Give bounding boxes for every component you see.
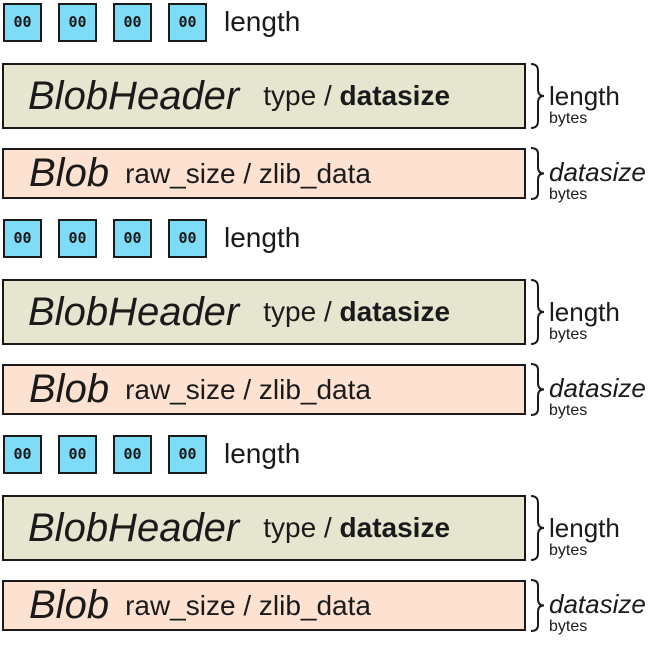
file-block-2: 00 00 00 00 length BlobHeader type / dat… <box>0 216 660 432</box>
field-zlib-data: zlib_data <box>258 589 371 621</box>
header-size-brace <box>530 279 545 345</box>
header-size-brace <box>530 495 545 561</box>
blob-size-label: datasize bytes <box>549 158 646 204</box>
field-type: type <box>263 296 317 327</box>
length-prefix: 00 00 00 00 length <box>3 216 300 260</box>
header-size-brace <box>530 63 545 129</box>
blob-size-label: datasize bytes <box>549 374 646 420</box>
length-byte: 00 <box>3 218 42 258</box>
field-separator: / <box>235 589 259 621</box>
blob-header-name: BlobHeader <box>28 289 240 334</box>
blob-name: Blob <box>29 367 110 411</box>
blob-size-value: datasize <box>549 373 646 403</box>
blob-header-name: BlobHeader <box>28 505 240 550</box>
file-block-1: 00 00 00 00 length BlobHeader type / dat… <box>0 0 660 216</box>
blob-header-box: BlobHeader type / datasize <box>2 495 526 561</box>
length-byte: 00 <box>168 218 207 258</box>
length-byte: 00 <box>168 2 207 42</box>
blob-size-unit: bytes <box>549 186 588 203</box>
blob-fields: raw_size / zlib_data <box>125 158 371 190</box>
blob-header-name: BlobHeader <box>28 73 240 118</box>
field-raw-size: raw_size <box>125 373 236 405</box>
length-byte: 00 <box>113 218 152 258</box>
blob-size-value: datasize <box>549 589 646 619</box>
field-datasize: datasize <box>339 512 451 543</box>
blob-header-fields: type / datasize <box>263 80 450 112</box>
length-byte: 00 <box>58 218 97 258</box>
field-separator: / <box>235 157 259 189</box>
field-datasize: datasize <box>339 80 451 111</box>
header-size-label: length bytes <box>549 298 620 344</box>
length-byte: 00 <box>113 434 152 474</box>
header-size-unit: bytes <box>549 542 588 559</box>
length-label: length <box>224 222 301 253</box>
blob-size-brace <box>530 579 545 632</box>
field-separator: / <box>316 512 340 543</box>
header-size-unit: bytes <box>549 326 588 343</box>
header-size-unit: bytes <box>549 110 588 127</box>
length-byte: 00 <box>3 434 42 474</box>
length-label: length <box>224 438 301 469</box>
blob-fields: raw_size / zlib_data <box>125 590 371 622</box>
length-byte: 00 <box>58 434 97 474</box>
length-byte: 00 <box>58 2 97 42</box>
blob-header-box: BlobHeader type / datasize <box>2 63 526 129</box>
blob-header-box: BlobHeader type / datasize <box>2 279 526 345</box>
length-prefix: 00 00 00 00 length <box>3 0 300 44</box>
blob-size-unit: bytes <box>549 618 588 635</box>
length-byte: 00 <box>113 2 152 42</box>
header-size-value: length <box>549 81 620 111</box>
field-raw-size: raw_size <box>125 589 236 621</box>
field-zlib-data: zlib_data <box>258 373 371 405</box>
header-size-label: length bytes <box>549 82 620 128</box>
blob-header-fields: type / datasize <box>263 512 450 544</box>
blob-box: Blob raw_size / zlib_data <box>2 364 526 415</box>
field-type: type <box>263 512 317 543</box>
field-separator: / <box>316 296 340 327</box>
field-type: type <box>263 80 317 111</box>
length-label: length <box>224 6 301 37</box>
blob-fields: raw_size / zlib_data <box>125 374 371 406</box>
field-separator: / <box>316 80 340 111</box>
field-zlib-data: zlib_data <box>258 157 371 189</box>
blob-size-brace <box>530 147 545 200</box>
header-size-value: length <box>549 297 620 327</box>
blob-name: Blob <box>29 583 110 627</box>
field-separator: / <box>235 373 259 405</box>
length-byte: 00 <box>3 2 42 42</box>
blob-size-unit: bytes <box>549 402 588 419</box>
blob-name: Blob <box>29 151 110 195</box>
blob-size-brace <box>530 363 545 416</box>
blob-header-fields: type / datasize <box>263 296 450 328</box>
blob-box: Blob raw_size / zlib_data <box>2 580 526 631</box>
blob-size-value: datasize <box>549 157 646 187</box>
field-raw-size: raw_size <box>125 157 236 189</box>
file-block-3: 00 00 00 00 length BlobHeader type / dat… <box>0 432 660 648</box>
header-size-value: length <box>549 513 620 543</box>
header-size-label: length bytes <box>549 514 620 560</box>
blob-box: Blob raw_size / zlib_data <box>2 148 526 199</box>
length-byte: 00 <box>168 434 207 474</box>
blob-size-label: datasize bytes <box>549 590 646 636</box>
length-prefix: 00 00 00 00 length <box>3 432 300 476</box>
field-datasize: datasize <box>339 296 451 327</box>
